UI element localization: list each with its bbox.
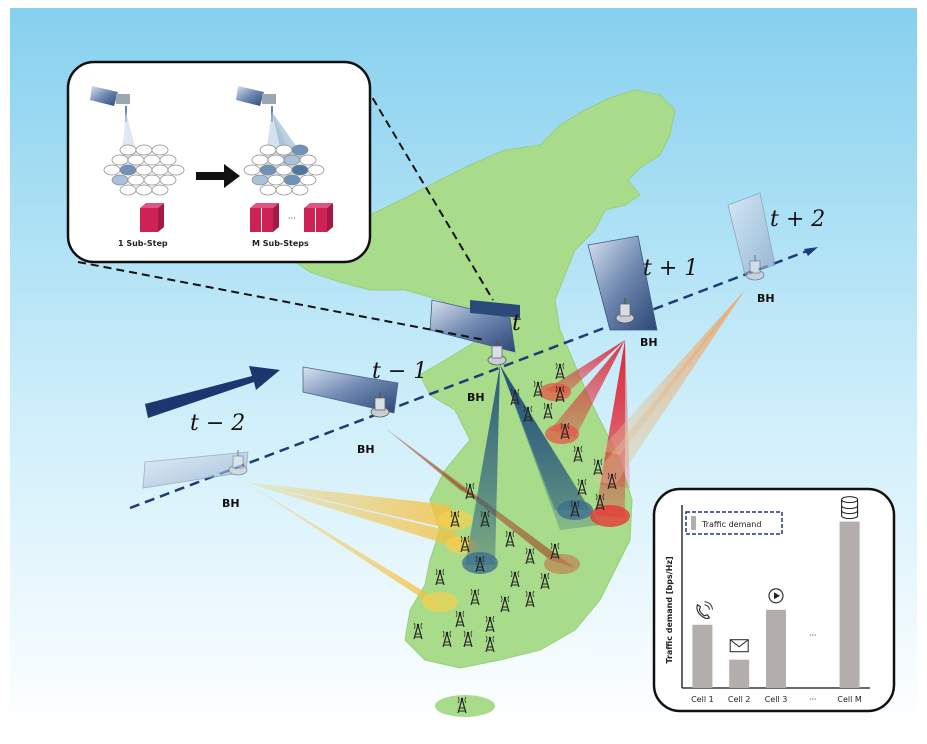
- beam-tan-2: [600, 290, 745, 455]
- bar: [729, 659, 750, 688]
- label-m-substeps: M Sub-Steps: [252, 239, 309, 248]
- mail-icon: [729, 639, 749, 653]
- satellite-t-plus-1: [587, 235, 658, 331]
- beam-red-2: [550, 340, 625, 438]
- bh-label-t-minus-2: BH: [222, 497, 240, 510]
- inset-traffic-chart: Traffic demand [bps/Hz] Traffic demand C…: [652, 487, 896, 713]
- bh-label-t-minus-1: BH: [357, 443, 375, 456]
- label-t-minus-2: t − 2: [190, 411, 245, 436]
- satellite-t-plus-2: [727, 192, 776, 281]
- beam-blue-3: [500, 365, 600, 530]
- phone-icon: [696, 601, 713, 619]
- bar: [766, 609, 786, 688]
- substep-ellipsis: ···: [288, 214, 296, 223]
- orbit-arrowhead: [804, 247, 818, 256]
- bar: [692, 624, 713, 688]
- cell-cluster-right: [243, 144, 325, 196]
- legend-swatch: [691, 516, 696, 530]
- beam-yellow-3: [245, 482, 440, 610]
- bh-label-t-plus-1: BH: [640, 336, 658, 349]
- tick-label: Cell 2: [728, 695, 751, 704]
- beam-blue-1: [465, 365, 500, 565]
- satellite-t: [429, 299, 520, 366]
- play-icon: [768, 588, 784, 604]
- tick-label: ···: [809, 695, 817, 704]
- tick-label: Cell 3: [765, 695, 788, 704]
- motion-arrow: [145, 366, 280, 418]
- bh-label-t-plus-2: BH: [757, 292, 775, 305]
- label-t-plus-2: t + 2: [770, 207, 825, 232]
- inset-arrow: [196, 164, 240, 188]
- label-t-plus-1: t + 1: [643, 256, 698, 281]
- chart-bar-icons: [696, 496, 859, 653]
- label-t-minus-1: t − 1: [372, 359, 427, 384]
- satellite-t-minus-1: [302, 366, 399, 418]
- beam-red-1: [545, 340, 625, 395]
- inset-substeps: ··· 1 Sub-Step M Sub-Steps: [66, 60, 372, 264]
- substep-block-single: [140, 203, 164, 232]
- database-icon: [841, 496, 859, 520]
- tick-label: Cell M: [837, 695, 861, 704]
- substep-block-group-2: [304, 203, 333, 232]
- bh-label-t: BH: [467, 391, 485, 404]
- bar: [839, 521, 860, 688]
- chart-legend: Traffic demand: [685, 511, 783, 535]
- chart-bars: [692, 521, 860, 688]
- jeju-island: [435, 695, 495, 717]
- cell-cluster-left: [103, 144, 185, 196]
- legend-label: Traffic demand: [701, 520, 761, 529]
- zoom-line-bottom: [77, 261, 486, 341]
- beam-yellow-1: [245, 482, 455, 530]
- beam-yellow-2: [245, 482, 465, 550]
- chart-ellipsis: ···: [809, 631, 817, 640]
- zoom-line-top: [365, 86, 494, 301]
- chart-ylabel: Traffic demand [bps/Hz]: [665, 556, 674, 663]
- label-one-substep: 1 Sub-Step: [118, 239, 168, 248]
- orbit-trajectory: [129, 246, 816, 510]
- satellite-t-minus-2: [142, 449, 249, 489]
- label-t: t: [512, 311, 521, 336]
- chart-tick-labels: Cell 1 Cell 2 Cell 3 ··· ··· Cell M: [691, 631, 862, 704]
- beams: [245, 290, 745, 612]
- tick-label: Cell 1: [691, 695, 714, 704]
- substep-block-group-1: [250, 203, 279, 232]
- beam-brown-2: [385, 428, 480, 500]
